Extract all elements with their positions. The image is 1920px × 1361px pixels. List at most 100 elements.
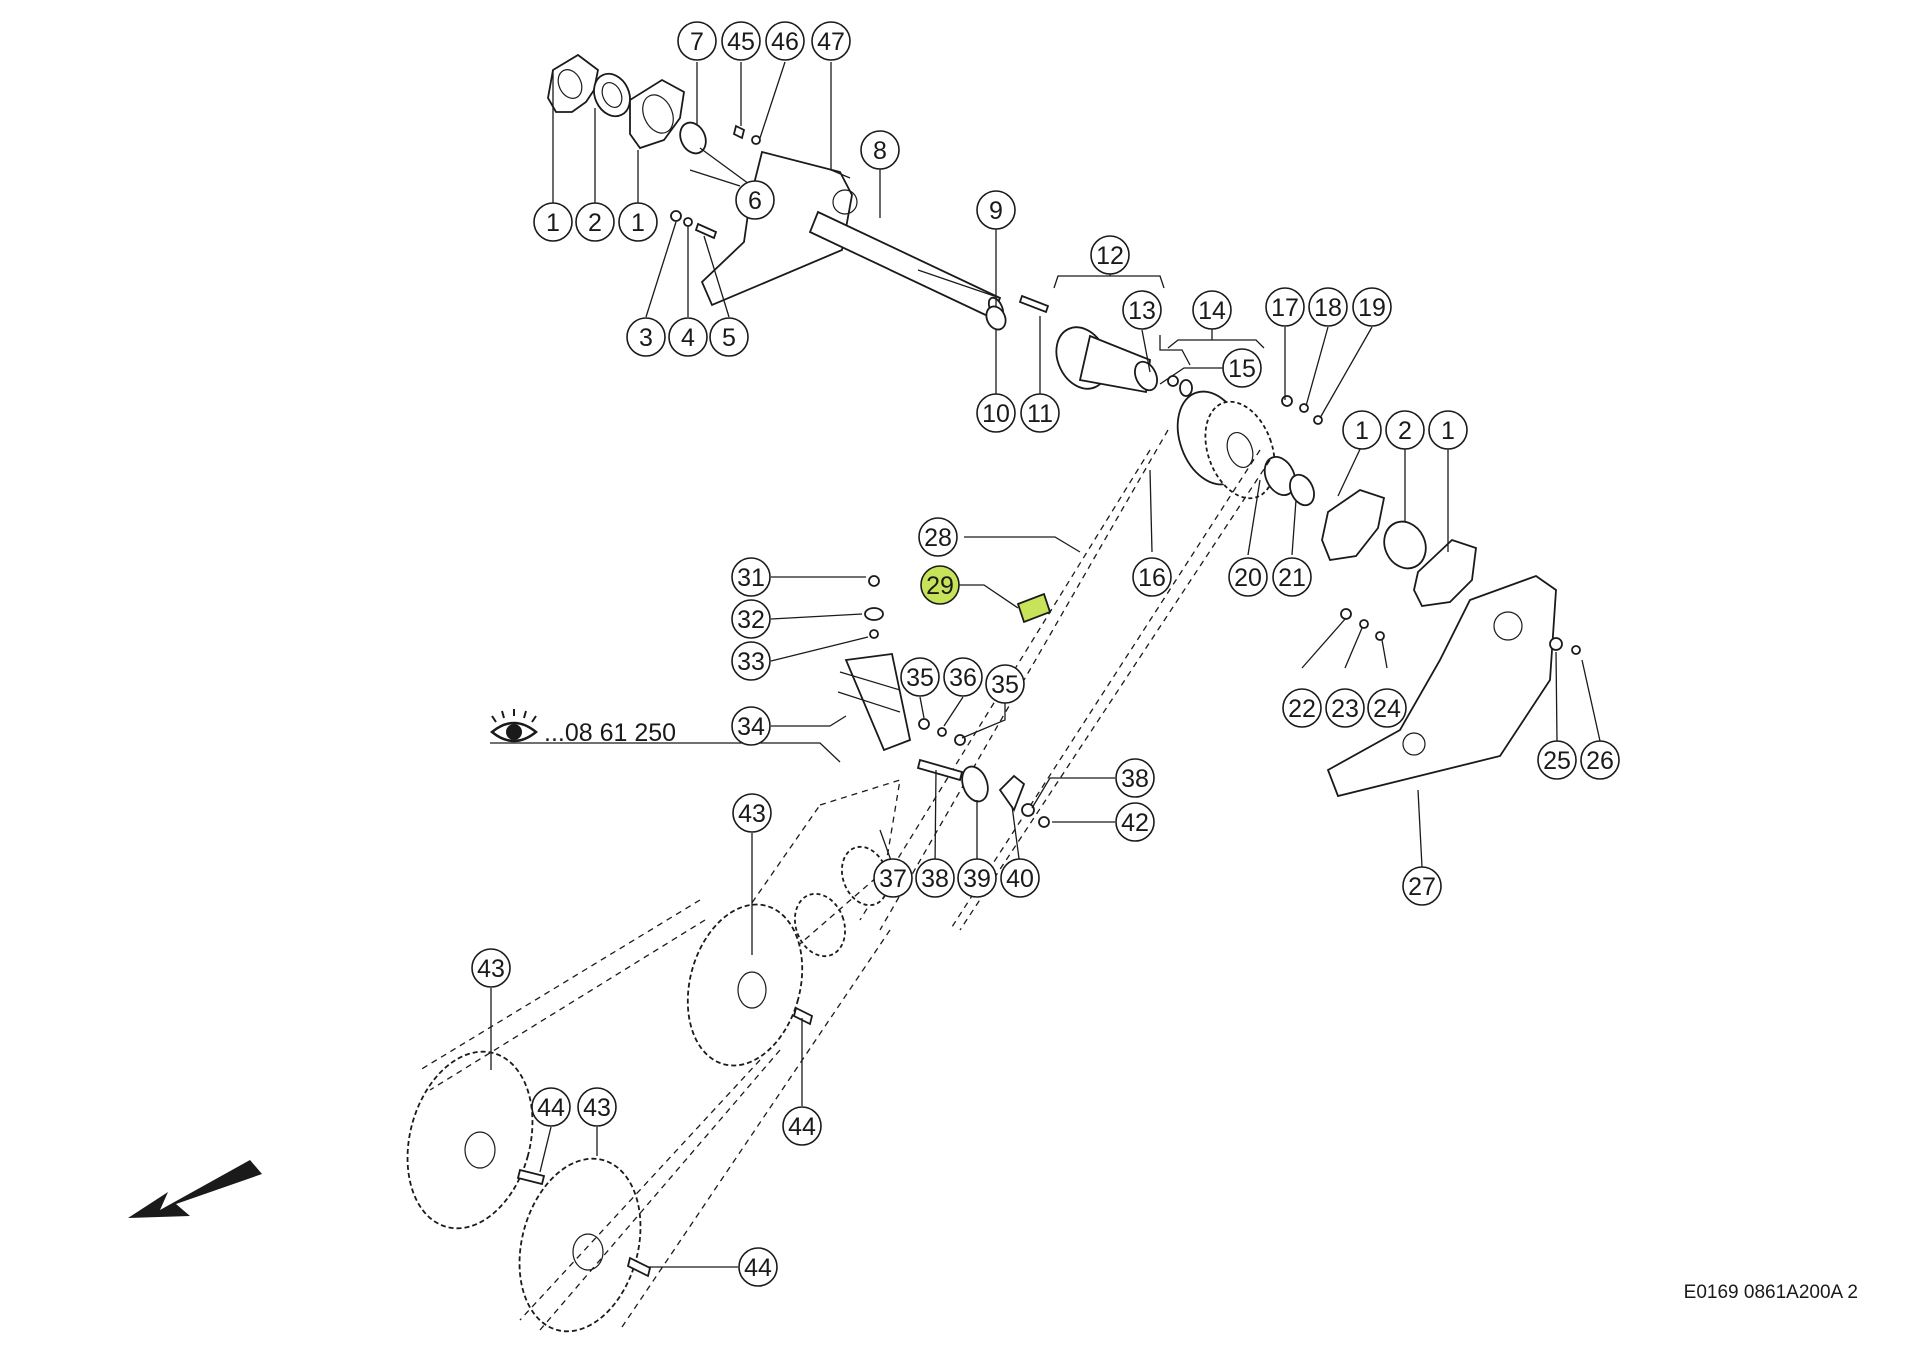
callout-22[interactable]: 22 [1282, 688, 1322, 728]
callout-3[interactable]: 3 [626, 317, 666, 357]
callout-25[interactable]: 25 [1537, 740, 1577, 780]
callout-circle [1308, 287, 1348, 327]
bolt-31 [868, 575, 880, 587]
callout-label: 43 [477, 955, 505, 983]
guard-outline [739, 779, 901, 971]
callout-46[interactable]: 46 [765, 21, 805, 61]
reference-note[interactable]: ...08 61 250 [490, 709, 676, 747]
callout-circle [731, 641, 771, 681]
callout-label: 42 [1121, 809, 1149, 837]
callout-35[interactable]: 35 [985, 664, 1025, 704]
bushing-7 [679, 121, 707, 155]
callout-circle [976, 393, 1016, 433]
callout-34[interactable]: 34 [731, 706, 771, 746]
callout-20[interactable]: 20 [1228, 557, 1268, 597]
callout-label: 18 [1314, 294, 1342, 322]
leader-lines [490, 61, 1601, 1268]
callout-5[interactable]: 5 [709, 317, 749, 357]
callout-39[interactable]: 39 [957, 858, 997, 898]
callout-42[interactable]: 42 [1115, 802, 1155, 842]
callout-24[interactable]: 24 [1367, 688, 1407, 728]
callout-label: 29 [926, 572, 954, 600]
sprocket-43-lower-left [406, 1050, 534, 1230]
callout-circle [533, 202, 573, 242]
callout-1[interactable]: 1 [1342, 410, 1382, 450]
callout-26[interactable]: 26 [1580, 740, 1620, 780]
callout-17[interactable]: 17 [1265, 287, 1305, 327]
callout-9[interactable]: 9 [976, 190, 1016, 230]
callout-circle [1020, 393, 1060, 433]
direction-arrow-icon [128, 1160, 262, 1218]
callout-33[interactable]: 33 [731, 641, 771, 681]
callout-circle [1115, 802, 1155, 842]
callout-14[interactable]: 14 [1192, 290, 1232, 330]
callout-18[interactable]: 18 [1308, 287, 1348, 327]
callout-label: 40 [1006, 865, 1034, 893]
callout-43[interactable]: 43 [732, 793, 772, 833]
callout-32[interactable]: 32 [731, 599, 771, 639]
callout-circle [1272, 557, 1312, 597]
washer-46 [751, 135, 761, 145]
callout-44[interactable]: 44 [782, 1106, 822, 1146]
callout-circle [900, 657, 940, 697]
callout-label: 6 [748, 187, 762, 215]
callout-43[interactable]: 43 [471, 948, 511, 988]
callout-23[interactable]: 23 [1325, 688, 1365, 728]
callout-31[interactable]: 31 [731, 557, 771, 597]
callout-38[interactable]: 38 [1115, 758, 1155, 798]
callout-35[interactable]: 35 [900, 657, 940, 697]
callout-label: 1 [546, 209, 560, 237]
callout-circle [976, 190, 1016, 230]
callout-12[interactable]: 12 [1090, 235, 1130, 275]
callout-21[interactable]: 21 [1272, 557, 1312, 597]
callout-28[interactable]: 28 [918, 517, 958, 557]
callout-19[interactable]: 19 [1352, 287, 1392, 327]
callout-47[interactable]: 47 [811, 21, 851, 61]
callout-circle [957, 858, 997, 898]
callout-7[interactable]: 7 [677, 21, 717, 61]
callout-36[interactable]: 36 [943, 657, 983, 697]
callout-11[interactable]: 11 [1020, 393, 1060, 433]
callout-4[interactable]: 4 [668, 317, 708, 357]
callout-label: 15 [1228, 355, 1256, 383]
callout-label: 35 [906, 664, 934, 692]
flange-top-right [629, 78, 685, 150]
callout-label: 1 [631, 209, 645, 237]
callout-label: 12 [1096, 242, 1124, 270]
callout-15[interactable]: 15 [1222, 348, 1262, 388]
callout-circle [860, 130, 900, 170]
callout-40[interactable]: 40 [1000, 858, 1040, 898]
callout-38[interactable]: 38 [915, 858, 955, 898]
nut-35b [954, 734, 966, 746]
callout-16[interactable]: 16 [1132, 557, 1172, 597]
side-plate-27 [1326, 574, 1557, 798]
callout-6[interactable]: 6 [735, 180, 775, 220]
washer-32 [864, 607, 884, 621]
callout-circle [721, 21, 761, 61]
tensioner-34 [837, 652, 912, 752]
callout-label: 1 [1441, 417, 1455, 445]
callout-43[interactable]: 43 [577, 1087, 617, 1127]
callout-2[interactable]: 2 [575, 202, 615, 242]
callout-circle [765, 21, 805, 61]
callout-8[interactable]: 8 [860, 130, 900, 170]
callout-2[interactable]: 2 [1385, 410, 1425, 450]
callout-44[interactable]: 44 [738, 1247, 778, 1287]
callout-44[interactable]: 44 [531, 1087, 571, 1127]
callout-circle [1282, 688, 1322, 728]
callout-circle [1222, 348, 1262, 388]
callout-13[interactable]: 13 [1122, 290, 1162, 330]
callout-27[interactable]: 27 [1402, 866, 1442, 906]
callout-1[interactable]: 1 [533, 202, 573, 242]
callout-45[interactable]: 45 [721, 21, 761, 61]
callout-1[interactable]: 1 [1428, 410, 1468, 450]
callout-1[interactable]: 1 [618, 202, 658, 242]
callout-10[interactable]: 10 [976, 393, 1016, 433]
callout-circle [668, 317, 708, 357]
bolt-22 [1340, 608, 1352, 620]
callout-label: 47 [817, 28, 845, 56]
callout-label: 13 [1128, 297, 1156, 325]
callout-37[interactable]: 37 [873, 858, 913, 898]
callout-circle [943, 657, 983, 697]
callout-29-highlighted[interactable]: 29 [920, 565, 960, 605]
